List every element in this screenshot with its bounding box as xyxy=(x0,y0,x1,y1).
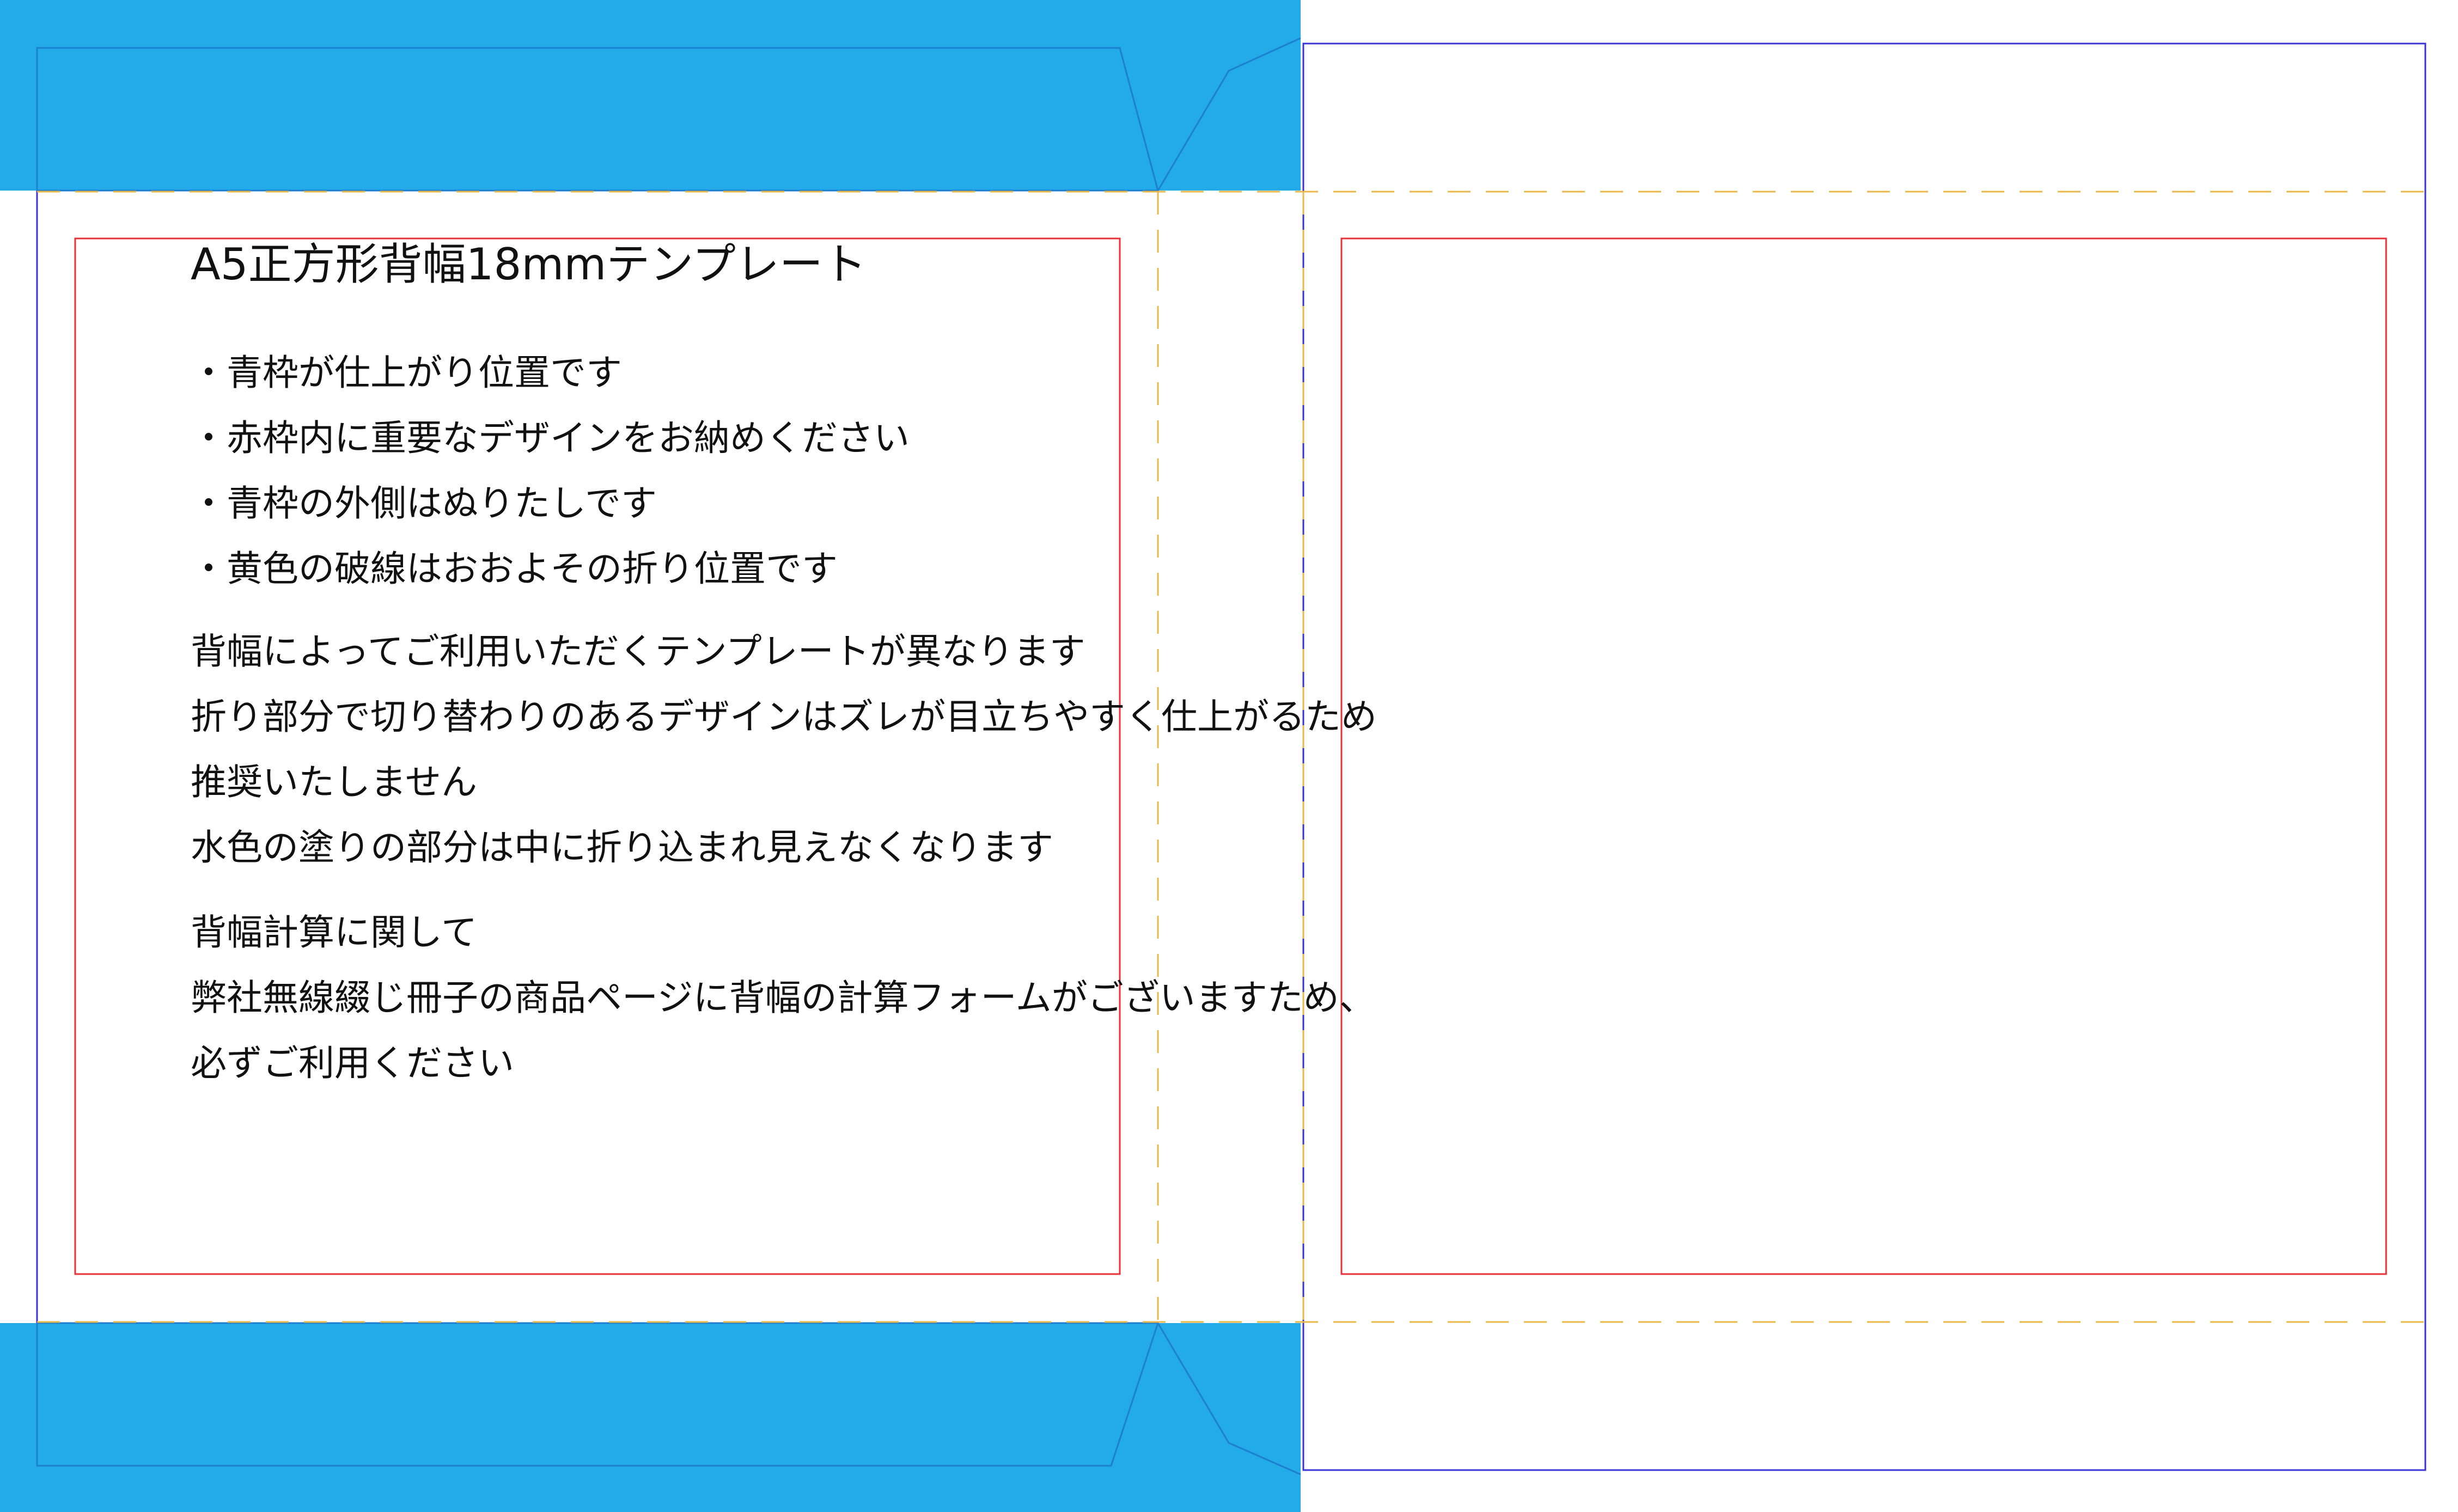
bullet-safe-area: 赤枠内に重要なデザインをお納めください xyxy=(191,420,910,456)
note-not-recommended: 推奨いたしません xyxy=(191,761,478,803)
note-fold-design-warning: 折り部分で切り替わりのあるデザインはズレが目立ちやすく仕上がるため xyxy=(191,696,1377,738)
bullet-trim-position: 青枠が仕上がり位置です xyxy=(191,355,622,391)
fold-in-area-bottom xyxy=(0,1323,1301,1512)
trim-outline-flap-bottom xyxy=(1157,1323,1301,1476)
safe-area-left xyxy=(74,237,1121,1275)
trim-outline-left-panel-bottom xyxy=(36,1322,1160,1467)
spine-calc-please-use: 必ずご利用ください xyxy=(191,1042,514,1084)
bullet-fold-line: 黄色の破線はおおよその折り位置です xyxy=(191,551,838,587)
safe-area-right xyxy=(1340,237,2387,1275)
template-title: A5正方形背幅18mmテンプレート xyxy=(191,239,867,290)
trim-outline-right xyxy=(1302,42,2426,1471)
trim-outline-flap-top xyxy=(1157,37,1301,191)
spine-calc-form-note: 弊社無線綴じ冊子の商品ページに背幅の計算フォームがございますため、 xyxy=(191,977,1375,1019)
fold-in-area-top xyxy=(0,0,1301,191)
bullet-bleed: 青枠の外側はぬりたしです xyxy=(191,486,657,522)
note-fold-in-hidden: 水色の塗りの部分は中に折り込まれ見えなくなります xyxy=(191,827,1053,868)
spine-calc-heading: 背幅計算に関して xyxy=(191,911,478,953)
note-template-varies: 背幅によってご利用いただくテンプレートが異なります xyxy=(191,630,1085,672)
